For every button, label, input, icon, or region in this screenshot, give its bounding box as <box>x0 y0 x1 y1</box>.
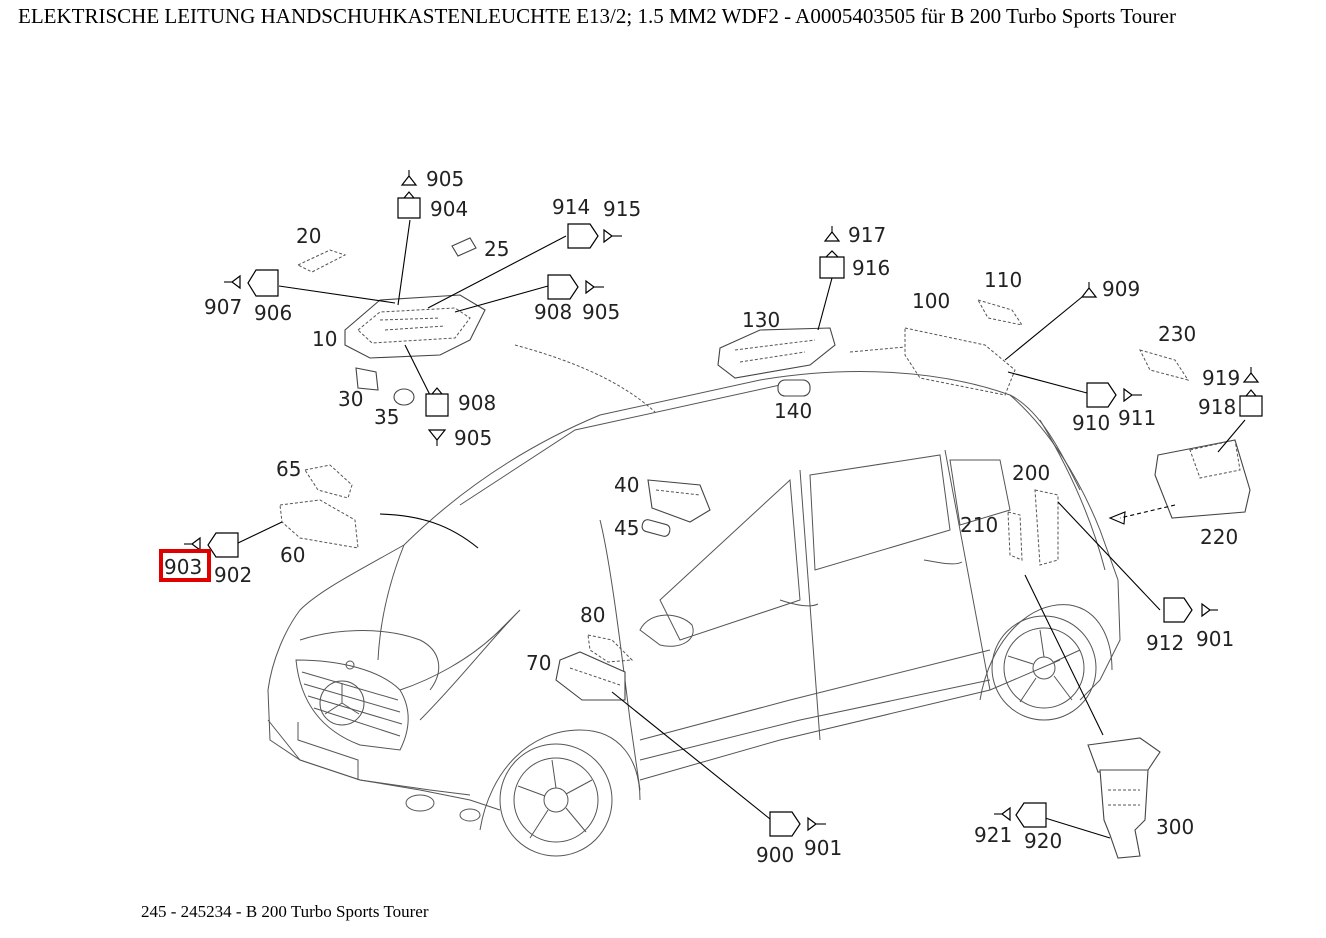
car-outline <box>267 371 1121 857</box>
part-70 <box>555 651 626 701</box>
callout-130[interactable]: 130 <box>742 308 780 332</box>
highlight-box-903 <box>159 549 211 582</box>
callout-917[interactable]: 917 <box>848 223 886 247</box>
part-80 <box>587 634 634 663</box>
callout-140[interactable]: 140 <box>774 399 812 423</box>
part-20 <box>296 249 347 273</box>
callout-901[interactable]: 901 <box>1196 627 1234 651</box>
leader-lines <box>237 219 1246 839</box>
part-30 <box>355 367 379 391</box>
parts <box>279 237 1251 859</box>
callout-35[interactable]: 35 <box>374 405 399 429</box>
callout-910[interactable]: 910 <box>1072 411 1110 435</box>
part-300 <box>1087 737 1161 773</box>
housing-920-icon <box>1015 802 1047 828</box>
part-60 <box>279 499 359 549</box>
callout-65[interactable]: 65 <box>276 457 301 481</box>
part-35 <box>393 388 415 406</box>
callout-70[interactable]: 70 <box>526 651 551 675</box>
housing-918-icon <box>1239 389 1263 417</box>
callout-918[interactable]: 918 <box>1198 395 1236 419</box>
part-130 <box>717 327 836 379</box>
part-40 <box>647 479 711 523</box>
terminal-903-icon <box>191 536 201 552</box>
callout-900[interactable]: 900 <box>756 843 794 867</box>
callout-230[interactable]: 230 <box>1158 322 1196 346</box>
callout-911[interactable]: 911 <box>1118 406 1156 430</box>
callout-919[interactable]: 919 <box>1202 366 1240 390</box>
callout-200[interactable]: 200 <box>1012 461 1050 485</box>
terminal-921-icon <box>1001 806 1011 822</box>
page-title: ELEKTRISCHE LEITUNG HANDSCHUHKASTENLEUCH… <box>18 4 1176 28</box>
terminal-905b-icon <box>585 279 595 295</box>
terminal-915-icon <box>603 228 613 244</box>
callout-100[interactable]: 100 <box>912 289 950 313</box>
callout-908[interactable]: 908 <box>534 300 572 324</box>
housing-908b-icon <box>425 387 449 417</box>
callout-901-lower[interactable]: 901 <box>804 836 842 860</box>
housing-910-icon <box>1086 382 1117 408</box>
callout-903[interactable]: 903 <box>164 555 202 579</box>
terminal-907-icon <box>231 274 241 290</box>
housing-912-icon <box>1163 597 1193 623</box>
terminal-905-icon <box>400 175 418 186</box>
callout-920[interactable]: 920 <box>1024 829 1062 853</box>
footer-caption: 245 - 245234 - B 200 Turbo Sports Tourer <box>141 902 429 921</box>
terminal-901b-icon <box>807 816 817 832</box>
callout-10[interactable]: 10 <box>312 327 337 351</box>
callout-921[interactable]: 921 <box>974 823 1012 847</box>
callout-80[interactable]: 80 <box>580 603 605 627</box>
terminal-909-icon <box>1080 287 1098 298</box>
callout-906[interactable]: 906 <box>254 301 292 325</box>
callout-210[interactable]: 210 <box>960 513 998 537</box>
callout-110[interactable]: 110 <box>984 268 1022 292</box>
terminal-901a-icon <box>1201 602 1211 618</box>
callout-20[interactable]: 20 <box>296 224 321 248</box>
callout-915[interactable]: 915 <box>603 197 641 221</box>
callout-907[interactable]: 907 <box>204 295 242 319</box>
callout-220[interactable]: 220 <box>1200 525 1238 549</box>
part-220 <box>1154 439 1251 519</box>
part-230 <box>1139 349 1190 381</box>
callout-45[interactable]: 45 <box>614 516 639 540</box>
part-110 <box>976 299 1024 326</box>
terminal-905c-icon <box>427 429 447 441</box>
callout-25[interactable]: 25 <box>484 237 509 261</box>
callout-905-lower[interactable]: 905 <box>454 426 492 450</box>
callout-60[interactable]: 60 <box>280 543 305 567</box>
callout-912[interactable]: 912 <box>1146 631 1184 655</box>
callout-916[interactable]: 916 <box>852 256 890 280</box>
part-210 <box>1007 511 1023 561</box>
part-45 <box>641 519 671 537</box>
terminal-917-icon <box>823 231 841 242</box>
housing-904-icon <box>397 191 421 219</box>
callout-30[interactable]: 30 <box>338 387 363 411</box>
callout-902[interactable]: 902 <box>214 563 252 587</box>
part-200 <box>1034 489 1059 566</box>
callout-905-upper[interactable]: 905 <box>582 300 620 324</box>
callout-908-lower[interactable]: 908 <box>458 391 496 415</box>
housing-900-icon <box>769 811 801 837</box>
housing-916-icon <box>819 250 845 279</box>
terminal-919-icon <box>1242 372 1260 383</box>
callout-904[interactable]: 904 <box>430 197 468 221</box>
housing-914-icon <box>567 223 599 249</box>
callout-300[interactable]: 300 <box>1156 815 1194 839</box>
callout-905[interactable]: 905 <box>426 167 464 191</box>
callout-40[interactable]: 40 <box>614 473 639 497</box>
housing-908-icon <box>547 274 579 300</box>
connector-symbols <box>184 170 1263 837</box>
terminal-911-icon <box>1123 387 1133 403</box>
callout-914[interactable]: 914 <box>552 195 590 219</box>
callout-909[interactable]: 909 <box>1102 277 1140 301</box>
housing-902-icon <box>207 532 239 558</box>
part-25 <box>451 237 477 257</box>
part-65 <box>304 464 353 499</box>
part-100 <box>904 327 1016 396</box>
part-140 <box>777 379 811 397</box>
housing-906-icon <box>247 269 279 297</box>
callout-labels: 905 904 914 915 20 25 907 906 908 905 10… <box>164 167 1240 867</box>
